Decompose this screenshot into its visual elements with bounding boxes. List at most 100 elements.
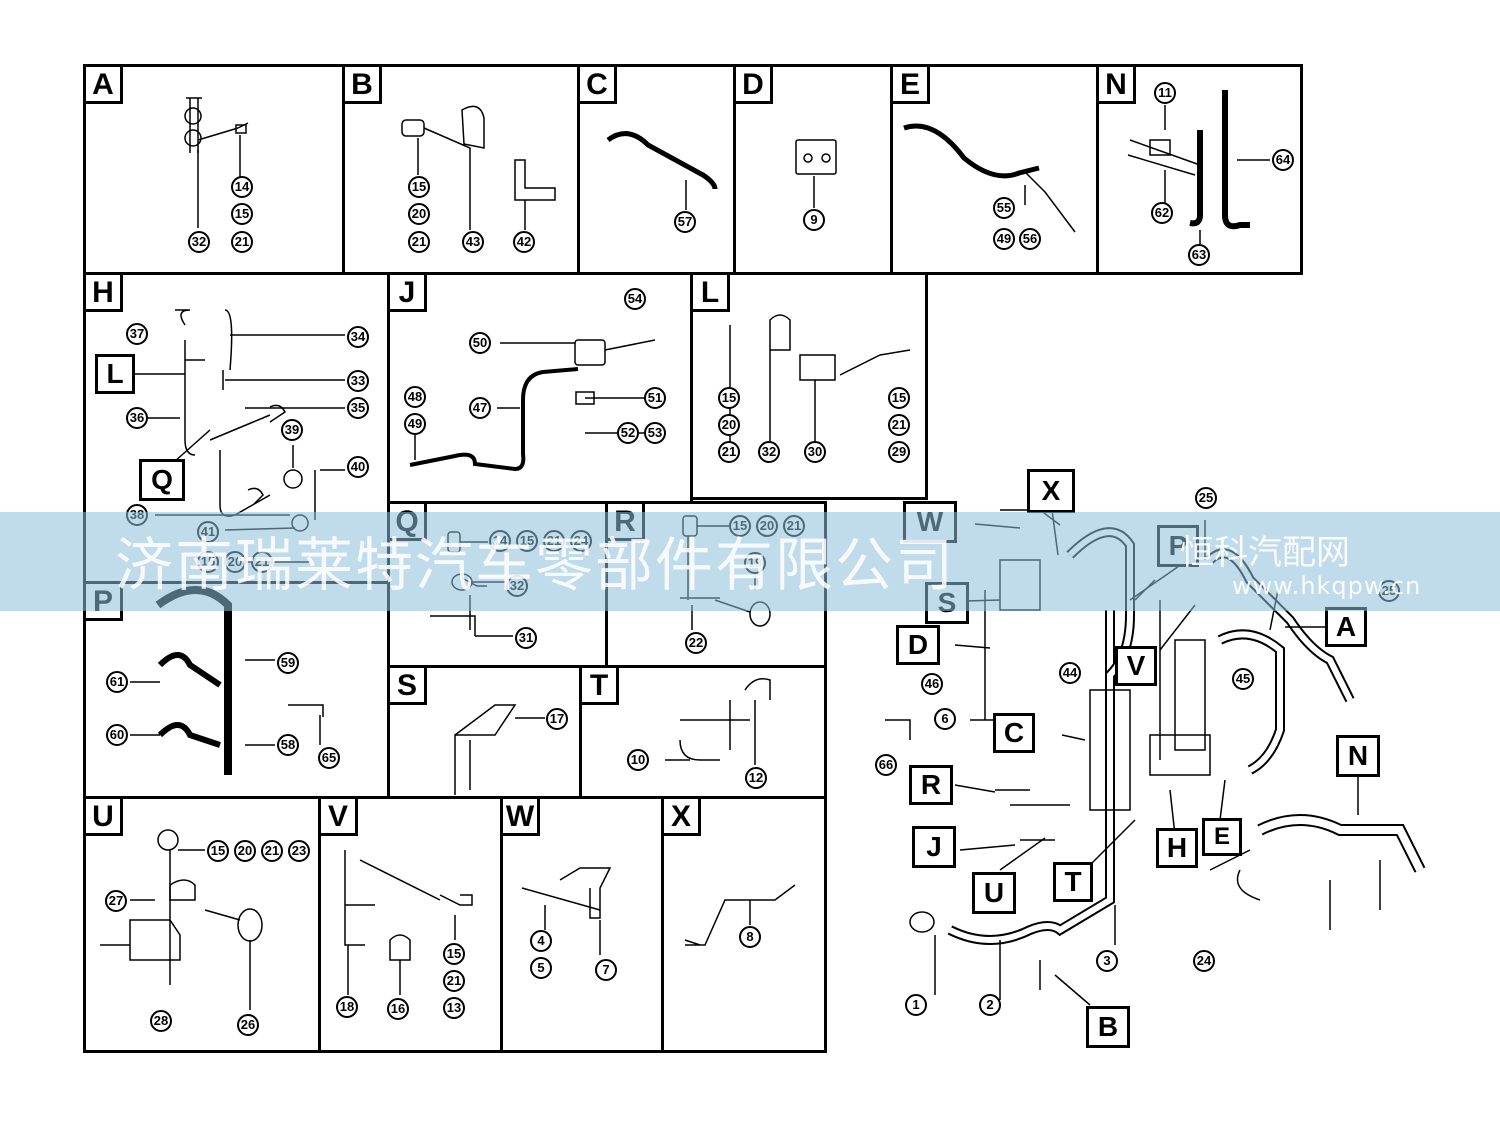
assembly-tag-t: T: [1053, 862, 1093, 902]
assembly-tag-c: C: [993, 713, 1035, 753]
assembly-tag-x: X: [1027, 469, 1075, 513]
panel-letter: C: [577, 64, 617, 104]
callout-44: 44: [1059, 662, 1081, 684]
callout-18: 18: [336, 996, 358, 1018]
panel-letter: D: [733, 64, 773, 104]
panel-p: P: [83, 581, 390, 799]
callout-49: 49: [993, 228, 1015, 250]
callout-49: 49: [404, 413, 426, 435]
callout-1: 1: [905, 994, 927, 1016]
callout-22: 22: [685, 632, 707, 654]
callout-12: 12: [745, 767, 767, 789]
callout-51: 51: [644, 387, 666, 409]
callout-28: 28: [150, 1010, 172, 1032]
callout-15: 15: [408, 176, 430, 198]
panel-letter: U: [83, 796, 123, 836]
callout-35: 35: [347, 397, 369, 419]
panel-letter: A: [83, 64, 123, 104]
callout-54: 54: [624, 288, 646, 310]
panel-letter: B: [342, 64, 382, 104]
callout-57: 57: [674, 211, 696, 233]
callout-21: 21: [888, 414, 910, 436]
callout-20: 20: [718, 414, 740, 436]
callout-14: 14: [231, 176, 253, 198]
callout-29: 29: [888, 441, 910, 463]
callout-17: 17: [546, 708, 568, 730]
callout-11: 11: [1154, 82, 1176, 104]
callout-61: 61: [106, 671, 128, 693]
panel-letter: E: [890, 64, 930, 104]
watermark-url: www.hkqpw.cn: [1232, 572, 1422, 600]
callout-60: 60: [106, 724, 128, 746]
callout-4: 4: [530, 930, 552, 952]
callout-15: 15: [888, 387, 910, 409]
callout-13: 13: [443, 997, 465, 1019]
callout-34: 34: [347, 326, 369, 348]
callout-53: 53: [644, 422, 666, 444]
panel-d: D: [733, 64, 893, 275]
callout-23: 23: [288, 840, 310, 862]
callout-20: 20: [408, 203, 430, 225]
callout-21: 21: [231, 231, 253, 253]
callout-66: 66: [875, 754, 897, 776]
panel-b: B: [342, 64, 580, 275]
panel-letter: W: [500, 796, 540, 836]
panel-t: T: [579, 665, 827, 799]
callout-10: 10: [627, 749, 649, 771]
callout-21: 21: [261, 840, 283, 862]
callout-25: 25: [1195, 487, 1217, 509]
assembly-tag-j: J: [912, 826, 956, 868]
panel-letter: N: [1096, 64, 1136, 104]
panel-a: A: [83, 64, 345, 275]
tag-l: L: [95, 354, 135, 394]
callout-9: 9: [803, 209, 825, 231]
callout-50: 50: [469, 332, 491, 354]
callout-15: 15: [231, 203, 253, 225]
callout-63: 63: [1188, 244, 1210, 266]
callout-31: 31: [515, 627, 537, 649]
callout-3: 3: [1096, 950, 1118, 972]
panel-l: L: [690, 272, 928, 500]
callout-30: 30: [804, 441, 826, 463]
callout-2: 2: [979, 994, 1001, 1016]
callout-21: 21: [408, 231, 430, 253]
watermark-site-name: 恒科汽配网: [1180, 533, 1350, 573]
panel-j: J: [387, 272, 693, 504]
assembly-tag-a: A: [1325, 607, 1367, 647]
callout-32: 32: [188, 231, 210, 253]
callout-21: 21: [443, 970, 465, 992]
watermark-company-text: 济南瑞莱特汽车零部件有限公司: [115, 531, 956, 599]
callout-21: 21: [718, 441, 740, 463]
panel-letter: J: [387, 272, 427, 312]
callout-16: 16: [387, 998, 409, 1020]
callout-59: 59: [277, 652, 299, 674]
callout-43: 43: [462, 231, 484, 253]
callout-24: 24: [1193, 950, 1215, 972]
callout-5: 5: [530, 957, 552, 979]
watermark-band: [0, 512, 1500, 611]
callout-36: 36: [126, 407, 148, 429]
panel-w: W: [500, 796, 664, 1053]
callout-32: 32: [758, 441, 780, 463]
assembly-tag-h: H: [1156, 828, 1198, 868]
callout-20: 20: [234, 840, 256, 862]
callout-6: 6: [934, 708, 956, 730]
callout-37: 37: [126, 323, 148, 345]
assembly-tag-r: R: [909, 765, 953, 805]
callout-15: 15: [207, 840, 229, 862]
panel-s: S: [387, 665, 582, 799]
callout-65: 65: [318, 747, 340, 769]
assembly-tag-u: U: [972, 872, 1016, 914]
callout-55: 55: [993, 197, 1015, 219]
callout-33: 33: [347, 370, 369, 392]
callout-47: 47: [469, 397, 491, 419]
panel-letter: V: [318, 796, 358, 836]
panel-letter: S: [387, 665, 427, 705]
tag-q: Q: [139, 459, 185, 501]
panel-letter: X: [661, 796, 701, 836]
callout-52: 52: [617, 422, 639, 444]
panel-c: C: [577, 64, 736, 275]
callout-27: 27: [105, 890, 127, 912]
callout-62: 62: [1151, 202, 1173, 224]
